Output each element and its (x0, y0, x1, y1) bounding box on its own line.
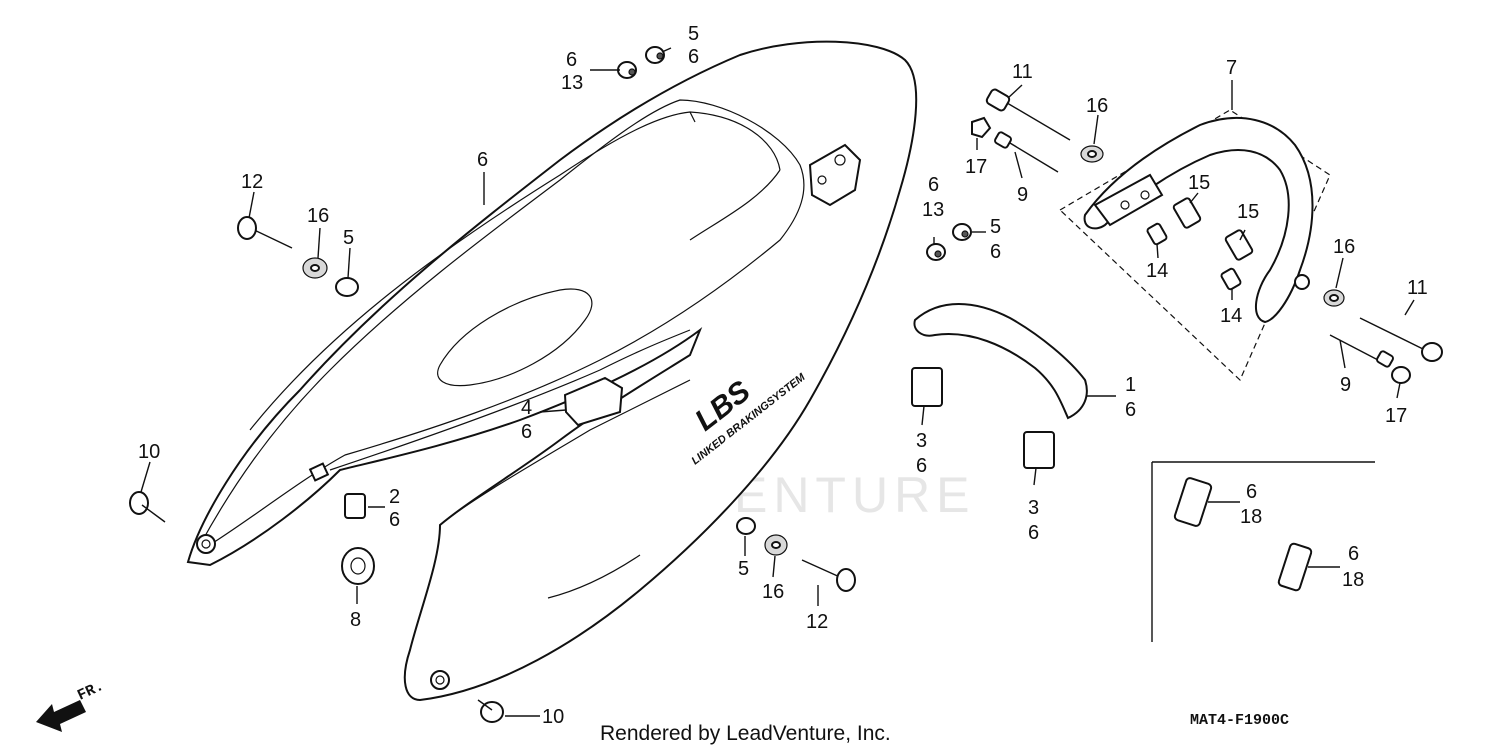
callout-7: 7 (1226, 57, 1237, 79)
callout-8: 8 (350, 609, 361, 631)
top-fasteners (617, 46, 972, 261)
callout-11-right: 11 (1407, 277, 1428, 299)
callout-12-bottom: 12 (806, 611, 828, 633)
callout-14-a: 14 (1146, 260, 1168, 282)
callout-18-box-b: 18 (1342, 569, 1364, 591)
callout-18-box-a: 18 (1240, 506, 1262, 528)
spacers (1146, 197, 1254, 291)
callout-6-under-3a: 6 (916, 455, 927, 477)
callout-16-left: 16 (307, 205, 329, 227)
callout-6-box-a: 6 (1246, 481, 1257, 503)
footer-credit: Rendered by LeadVenture, Inc. (600, 722, 891, 745)
callout-5-top: 5 (688, 23, 699, 45)
callout-6-top-right: 6 (688, 46, 699, 68)
inner-rail (911, 303, 1088, 469)
callout-6-cover: 6 (477, 149, 488, 171)
callout-labels: 5 6 6 13 6 12 16 5 10 2 6 8 4 6 10 5 16 … (138, 23, 1428, 728)
right-bolts (1323, 289, 1443, 384)
grab-rail-assembly (1059, 109, 1331, 382)
callout-13-top: 13 (561, 72, 583, 94)
leader-lines (140, 47, 1415, 717)
callout-6-mid: 6 (928, 174, 939, 196)
callout-6-under-4: 6 (521, 421, 532, 443)
callout-16-right: 16 (1333, 236, 1355, 258)
callout-6-under-2: 6 (389, 509, 400, 531)
left-fasteners (129, 216, 624, 585)
callout-10-bottom: 10 (542, 706, 564, 728)
callout-11-top: 11 (1012, 61, 1033, 83)
callout-2: 2 (389, 486, 400, 508)
callout-3-b: 3 (1028, 497, 1039, 519)
front-arrow: FR. (36, 678, 107, 732)
bottom-fasteners (477, 517, 856, 723)
callout-6-under-3b: 6 (1028, 522, 1039, 544)
callout-9-left: 9 (1017, 184, 1028, 206)
callout-17-right: 17 (1385, 405, 1407, 427)
callout-6-mid-right: 6 (990, 241, 1001, 263)
callout-12-left: 12 (241, 171, 263, 193)
callout-5-bottom: 5 (738, 558, 749, 580)
callout-16-bottom: 16 (762, 581, 784, 603)
callout-10-left: 10 (138, 441, 160, 463)
callout-17-left: 17 (965, 156, 987, 178)
callout-1: 1 (1125, 374, 1136, 396)
callout-4: 4 (521, 397, 532, 419)
callout-9-right: 9 (1340, 374, 1351, 396)
callout-3-a: 3 (916, 430, 927, 452)
inset-box (1151, 461, 1375, 642)
callout-6-under-1: 6 (1125, 399, 1136, 421)
callout-15-b: 15 (1237, 201, 1259, 223)
callout-5-left: 5 (343, 227, 354, 249)
callout-5-mid: 5 (990, 216, 1001, 238)
callout-6-top-left: 6 (566, 49, 577, 71)
callout-13-mid: 13 (922, 199, 944, 221)
front-label: FR. (75, 678, 107, 705)
rear-cowl: LBS LINKED BRAKINGSYSTEM (186, 40, 918, 702)
callout-16-top: 16 (1086, 95, 1108, 117)
callout-14-b: 14 (1220, 305, 1242, 327)
callout-6-box-b: 6 (1348, 543, 1359, 565)
top-bolts (971, 88, 1104, 173)
callout-15-a: 15 (1188, 172, 1210, 194)
diagram-code: MAT4-F1900C (1190, 712, 1289, 729)
